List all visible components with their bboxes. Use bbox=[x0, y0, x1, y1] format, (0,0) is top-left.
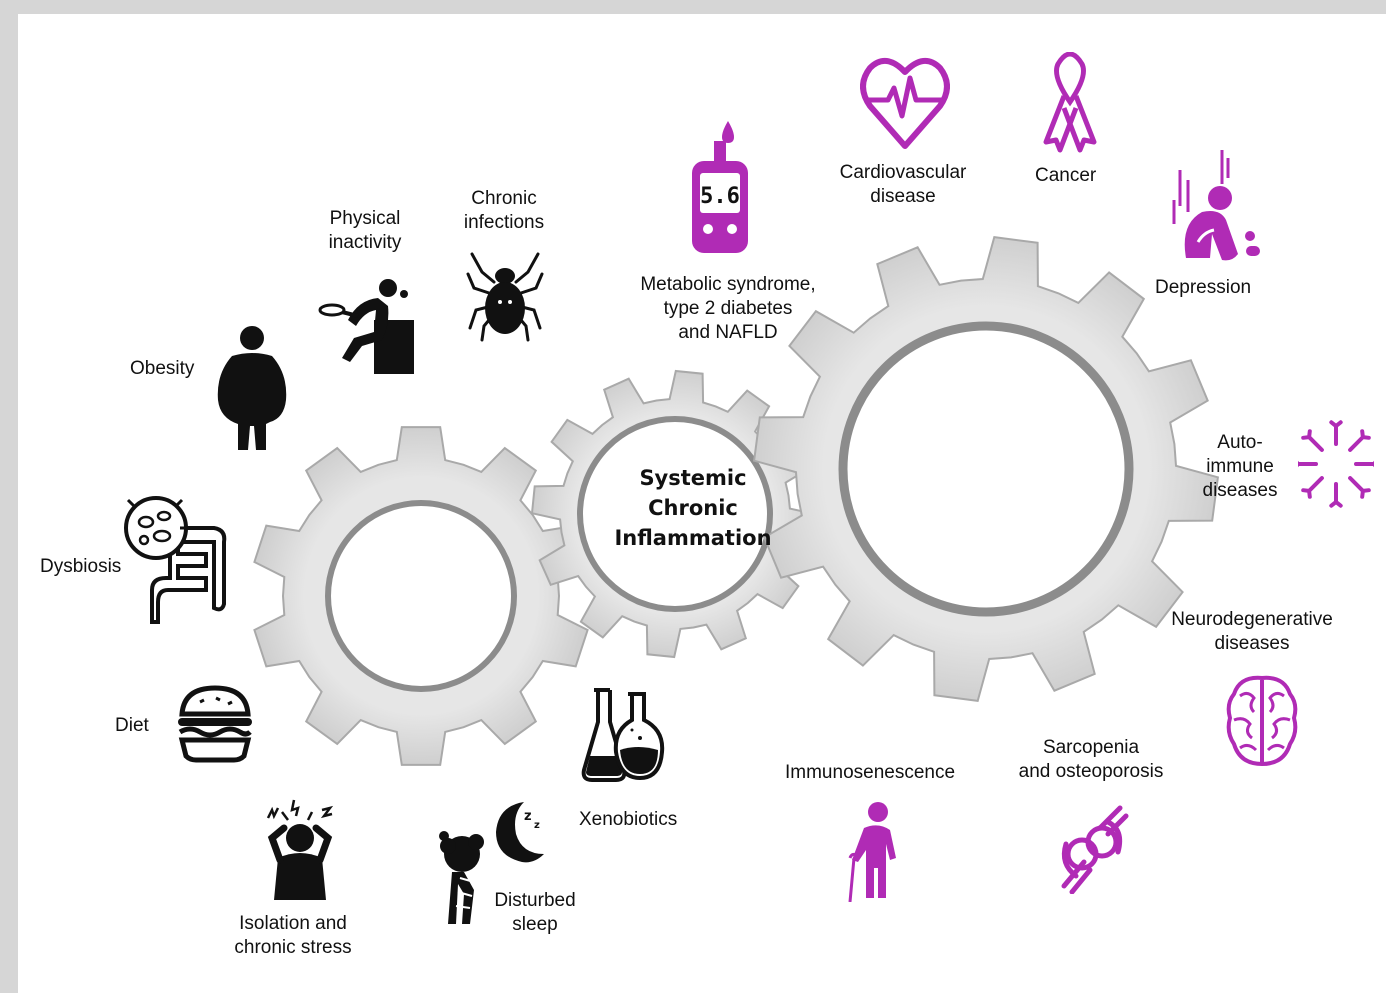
gear-right bbox=[752, 235, 1220, 703]
label-dysbiosis: Dysbiosis bbox=[40, 556, 122, 577]
gear-left bbox=[253, 426, 589, 766]
label-disturbed-sleep: Disturbed sleep bbox=[494, 890, 576, 935]
sleep-sheep-icon: z z bbox=[439, 802, 544, 924]
heart-pulse-icon bbox=[860, 58, 950, 149]
label-physical-inactivity: Physical inactivity bbox=[328, 208, 402, 253]
label-xenobiotics: Xenobiotics bbox=[579, 809, 678, 830]
label-sarcopenia: Sarcopenia and osteoporosis bbox=[1018, 737, 1164, 782]
svg-text:z: z bbox=[524, 809, 532, 824]
label-metabolic: Metabolic syndrome, type 2 diabetes and … bbox=[640, 274, 816, 343]
antibody-spokes bbox=[1298, 420, 1374, 508]
center-title-line1: Systemic bbox=[639, 466, 747, 490]
gut-bacteria-icon bbox=[124, 496, 227, 624]
tick-icon bbox=[466, 252, 544, 342]
center-title-line3: Inflammation bbox=[614, 526, 772, 550]
antibodies-icon bbox=[1298, 420, 1374, 508]
label-depression: Depression bbox=[1155, 277, 1252, 298]
diagram-canvas: Systemic Chronic Inflammation Obesity Ph… bbox=[18, 14, 1386, 993]
label-immunosenescence: Immunosenescence bbox=[785, 762, 956, 783]
gears-layer bbox=[253, 235, 1220, 766]
label-autoimmune: Auto- immune diseases bbox=[1202, 432, 1278, 501]
sitting-person-icon bbox=[318, 279, 414, 374]
center-title: Systemic Chronic Inflammation bbox=[578, 463, 808, 553]
glucometer-icon: 5.6 bbox=[692, 121, 748, 253]
center-title-line2: Chronic bbox=[648, 496, 738, 520]
bone-joint-icon bbox=[1061, 805, 1129, 894]
glucometer-reading: 5.6 bbox=[700, 184, 740, 209]
obese-person-icon bbox=[217, 326, 287, 450]
label-cardiovascular: Cardiovascular disease bbox=[839, 162, 967, 207]
label-neurodegenerative: Neurodegenerative diseases bbox=[1171, 609, 1333, 654]
label-cancer: Cancer bbox=[1035, 165, 1097, 186]
label-chronic-infections: Chronic infections bbox=[463, 188, 545, 233]
ribbon-icon bbox=[1043, 52, 1097, 153]
elderly-person-icon bbox=[848, 802, 896, 902]
label-obesity: Obesity bbox=[130, 358, 195, 379]
depressed-person-icon bbox=[1172, 150, 1260, 261]
brain-icon bbox=[1226, 675, 1298, 767]
stressed-person-icon bbox=[266, 799, 334, 900]
label-diet: Diet bbox=[115, 715, 149, 736]
label-isolation-stress: Isolation and chronic stress bbox=[234, 913, 352, 958]
gear-middle bbox=[530, 369, 820, 659]
svg-text:z: z bbox=[534, 820, 540, 831]
burger-icon bbox=[178, 685, 252, 763]
flasks-icon bbox=[581, 688, 665, 782]
